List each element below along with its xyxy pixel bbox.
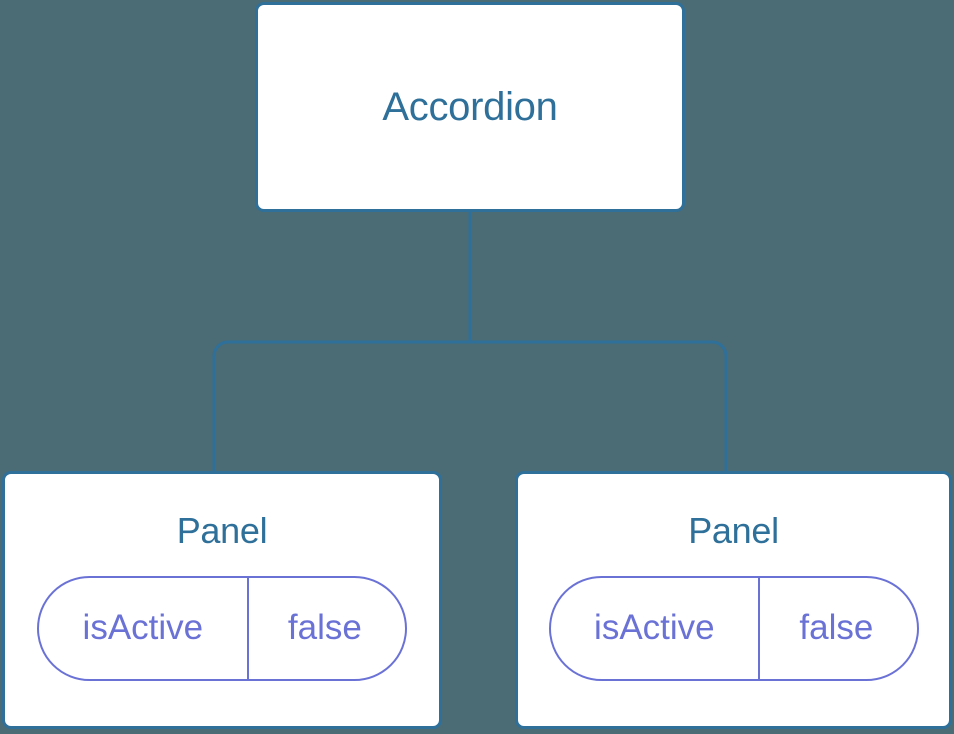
node-panel-1-title: Panel (176, 510, 268, 551)
edge-to-panel-left (212, 340, 470, 472)
node-accordion-title: Accordion (382, 85, 558, 129)
node-panel-1[interactable]: Panel isActive false (2, 471, 442, 729)
state-badge-panel-1[interactable]: isActive false (37, 575, 407, 681)
node-panel-2[interactable]: Panel isActive false (515, 471, 952, 729)
state-value-panel-2: false (799, 608, 874, 648)
state-value-panel-1: false (287, 608, 362, 648)
state-key-panel-1: isActive (39, 577, 249, 679)
node-accordion[interactable]: Accordion (255, 2, 685, 212)
edge-to-panel-right (470, 340, 728, 472)
state-badge-panel-2[interactable]: isActive false (548, 575, 919, 681)
state-key-panel-2: isActive (551, 577, 761, 679)
node-panel-2-title: Panel (688, 510, 779, 551)
